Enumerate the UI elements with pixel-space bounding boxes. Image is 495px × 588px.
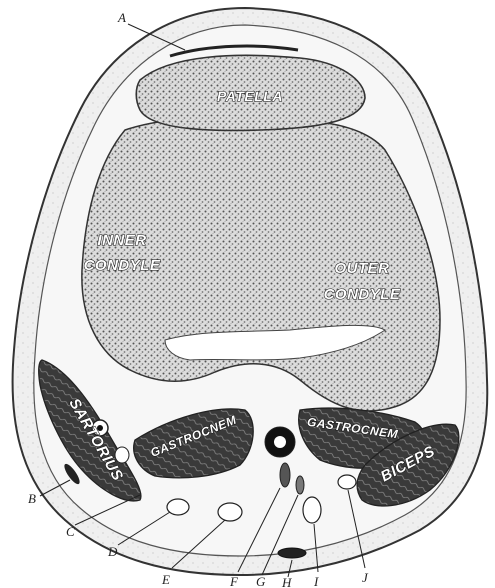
inner-condyle-label-line2: CONDYLE [84, 257, 161, 274]
popliteal-vein [280, 463, 290, 487]
outer-condyle-label-line1: OUTER [335, 260, 390, 277]
nerve-g [296, 476, 304, 494]
callout-f: F [229, 574, 239, 588]
inner-condyle-label-line1: INNER [97, 232, 146, 249]
tendon-d [167, 499, 189, 515]
callout-a: A [117, 10, 126, 25]
callout-i: I [313, 574, 319, 588]
callout-c: C [66, 524, 75, 539]
callout-g: G [256, 574, 266, 588]
callout-e: E [161, 572, 170, 587]
tendon-e [218, 503, 242, 521]
popliteal-artery-lumen [274, 436, 286, 448]
callout-h: H [281, 575, 292, 588]
callout-b: B [28, 491, 36, 506]
outer-condyle-label-line2: CONDYLE [324, 286, 401, 303]
nerve-j [338, 475, 356, 489]
vessel-h [278, 548, 306, 558]
callout-d: D [107, 544, 118, 559]
patella-label: PATELLA [217, 88, 283, 104]
nerve-i [303, 497, 321, 523]
callout-j: J [362, 570, 369, 585]
